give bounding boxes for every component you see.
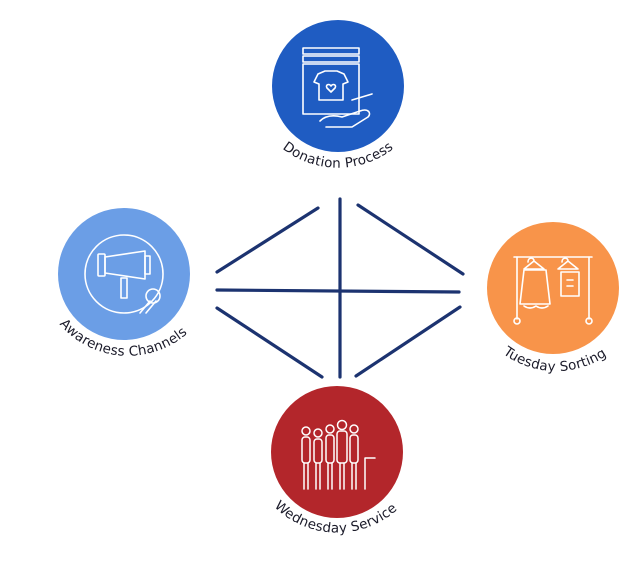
- node-circle-tuesday: [487, 222, 619, 354]
- clothes-rack-icon: [513, 256, 593, 325]
- node-circle-awareness: [58, 208, 190, 340]
- people-queue-icon: [301, 419, 376, 490]
- node-tuesday-sorting[interactable]: Tuesday Sorting: [487, 222, 619, 375]
- connector-donation-tuesday: [356, 203, 465, 276]
- connector-awareness-wednesday: [215, 306, 324, 379]
- connector-donation-awareness: [215, 206, 320, 274]
- connector-tuesday-wednesday: [354, 305, 462, 378]
- megaphone-icon: [84, 234, 164, 314]
- donation-box-icon: [302, 47, 373, 128]
- node-circle-donation: [272, 20, 404, 152]
- node-donation-process[interactable]: Donation Process: [272, 20, 404, 172]
- node-wednesday-service[interactable]: Wednesday Service: [271, 386, 403, 537]
- connector-awareness-tuesday: [215, 288, 461, 294]
- node-awareness-channels[interactable]: Awareness Channels: [56, 208, 190, 360]
- connector-lines: [215, 197, 465, 379]
